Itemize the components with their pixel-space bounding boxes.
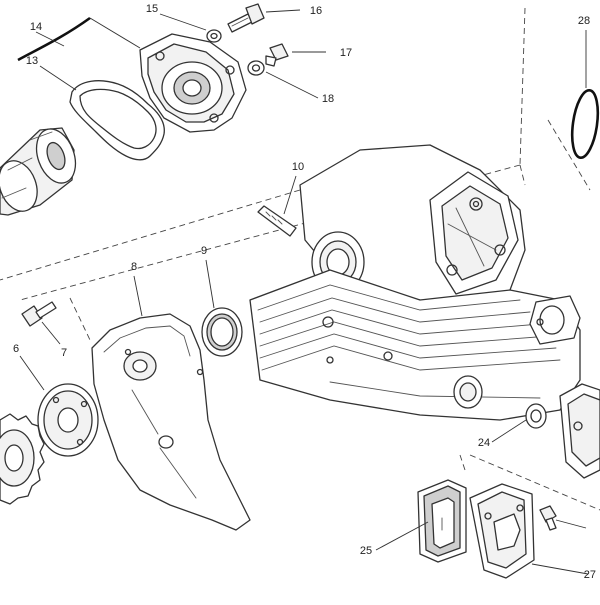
part-screw-17 [265, 43, 289, 67]
part-camshaft [0, 127, 77, 216]
callout-16: 16 [310, 5, 322, 17]
part-valve-cover-right [559, 383, 600, 479]
callout-labels: 14 13 15 16 17 18 28 10 9 8 7 6 24 25 27 [13, 3, 596, 581]
part-cover-screw [539, 505, 557, 531]
leader-lines [19, 9, 589, 575]
callout-13: 13 [26, 55, 38, 67]
callout-7: 7 [61, 347, 67, 359]
part-cam-cover [139, 33, 247, 133]
callout-10: 10 [292, 161, 304, 173]
part-oil-seal [201, 307, 243, 357]
part-washer-18 [247, 60, 265, 76]
part-stud [257, 205, 297, 237]
callout-8: 8 [131, 261, 137, 273]
callout-27: 27 [584, 569, 596, 581]
part-cover-gasket [417, 479, 467, 563]
part-washer-24 [525, 403, 547, 429]
callout-25: 25 [360, 545, 372, 557]
callout-15: 15 [146, 3, 158, 15]
part-wire [17, 16, 91, 62]
part-toothed-pulley [0, 413, 45, 505]
callout-14: 14 [30, 21, 42, 33]
part-cylinder-head [249, 144, 581, 421]
callout-6: 6 [13, 343, 19, 355]
callout-9: 9 [201, 245, 207, 257]
callout-17: 17 [340, 47, 352, 59]
part-gasket [69, 80, 165, 161]
part-washer-15 [206, 29, 222, 43]
assembly-boundary [0, 7, 600, 511]
part-belt-cover [91, 313, 251, 531]
part-bolt-16 [227, 3, 265, 33]
callout-24: 24 [478, 437, 490, 449]
part-inspection-cover [469, 483, 535, 579]
part-o-ring [570, 88, 600, 160]
part-bolt-7 [21, 301, 57, 327]
callout-28: 28 [578, 15, 590, 27]
callout-18: 18 [322, 93, 334, 105]
part-pulley-flange [37, 383, 99, 457]
